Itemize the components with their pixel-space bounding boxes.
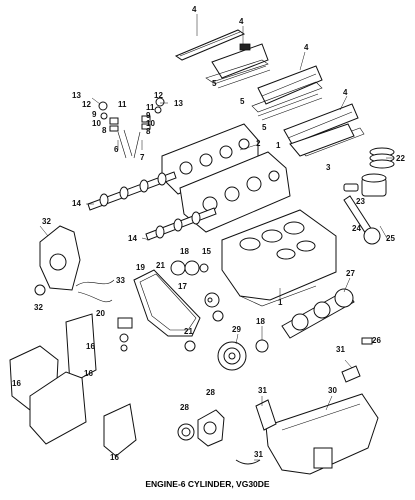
callout-15: 15 (202, 247, 211, 256)
callout-9-left: 9 (92, 110, 97, 119)
callout-33: 33 (116, 276, 125, 285)
rear-seal-retainer (197, 409, 225, 447)
callout-19: 19 (136, 263, 145, 272)
crank-sprocket (255, 339, 269, 353)
callout-28-left: 28 (180, 403, 189, 412)
seal-small-left (34, 284, 46, 296)
callout-16-d: 16 (110, 453, 119, 462)
callout-1-mid: 1 (278, 298, 283, 307)
timing-belt (133, 269, 201, 337)
sensor-harness (75, 279, 115, 303)
callout-4-b: 4 (239, 17, 244, 26)
callout-10-right: 10 (146, 119, 155, 128)
callout-31-mid: 31 (258, 386, 267, 395)
pulley-guide (207, 297, 213, 303)
piston (361, 173, 387, 197)
callout-16-c: 16 (12, 379, 21, 388)
callout-14-upper: 14 (72, 199, 81, 208)
callout-2: 2 (256, 139, 261, 148)
callout-20: 20 (96, 309, 105, 318)
head-gasket (289, 123, 355, 157)
cam-sprockets (170, 260, 209, 276)
callout-4-d: 4 (343, 88, 348, 97)
sealant-tube (255, 399, 277, 431)
callout-24: 24 (352, 224, 361, 233)
callout-31-upper: 31 (336, 345, 345, 354)
idler-pulley (204, 292, 224, 322)
callout-5-c: 5 (262, 123, 267, 132)
diagram-caption: ENGINE-6 CYLINDER, VG30DE (145, 479, 270, 489)
callout-10-left: 10 (92, 119, 101, 128)
valve-train-left (98, 101, 133, 159)
callout-16-b: 16 (84, 369, 93, 378)
crank-pulley (217, 341, 247, 371)
callout-18-upper: 18 (180, 247, 189, 256)
callout-29: 29 (232, 325, 241, 334)
valve-cover-upper-left (174, 29, 246, 61)
valve-cover-left (205, 43, 269, 83)
callout-30: 30 (328, 386, 337, 395)
callout-26: 26 (372, 336, 381, 345)
baffle-plate (341, 365, 361, 383)
callout-8-left: 8 (102, 126, 107, 135)
callout-31-lower: 31 (254, 450, 263, 459)
callout-4-a: 4 (192, 5, 197, 14)
callout-17: 17 (178, 282, 187, 291)
callout-1-top: 1 (276, 141, 281, 150)
rear-seal (177, 423, 195, 441)
callout-5-b: 5 (240, 97, 245, 106)
drain-plug (361, 337, 373, 345)
callout-9-right: 9 (146, 111, 151, 120)
callout-labels: 4 4 4 4 5 5 5 13 12 11 9 10 8 6 7 13 12 … (12, 5, 405, 462)
timing-covers (9, 313, 97, 445)
callout-5-a: 5 (212, 79, 217, 88)
callout-11-left: 11 (118, 100, 127, 109)
seal-21 (184, 340, 196, 352)
callout-12-left: 12 (82, 100, 91, 109)
callout-23: 23 (356, 197, 365, 206)
connecting-rod (343, 195, 381, 245)
callout-28-right: 28 (206, 388, 215, 397)
callout-16-a: 16 (86, 342, 95, 351)
callout-13-left: 13 (72, 91, 81, 100)
valve-train-right (133, 97, 165, 159)
oil-pan (265, 393, 379, 475)
callout-11-right: 11 (146, 103, 155, 112)
crankshaft (281, 288, 355, 339)
callout-7: 7 (140, 153, 145, 162)
callout-12-right: 12 (154, 91, 163, 100)
callout-13-right: 13 (174, 99, 183, 108)
valve-cover-right (251, 65, 323, 113)
camshaft-lower (145, 207, 217, 241)
callout-32-lower: 32 (34, 303, 43, 312)
callout-21-upper: 21 (156, 261, 165, 270)
callout-25: 25 (386, 234, 395, 243)
callout-8-right: 8 (146, 127, 151, 136)
piston-pin (343, 183, 359, 192)
leader-lines (39, 14, 394, 461)
callout-4-c: 4 (304, 43, 309, 52)
water-pump-cover (39, 225, 81, 291)
callout-14-lower: 14 (128, 234, 137, 243)
camshaft-upper (87, 171, 177, 211)
tensioner (117, 317, 133, 352)
oil-pump-bracket (103, 403, 137, 457)
engine-block (221, 209, 337, 307)
callout-6: 6 (114, 145, 119, 154)
valve-cover-lower-right (283, 103, 359, 145)
callout-18-lower: 18 (256, 317, 265, 326)
callout-22: 22 (396, 154, 405, 163)
callout-3: 3 (326, 163, 331, 172)
callout-32-upper: 32 (42, 217, 51, 226)
callout-27: 27 (346, 269, 355, 278)
callout-21-lower: 21 (184, 327, 193, 336)
seal-lower (235, 459, 261, 465)
